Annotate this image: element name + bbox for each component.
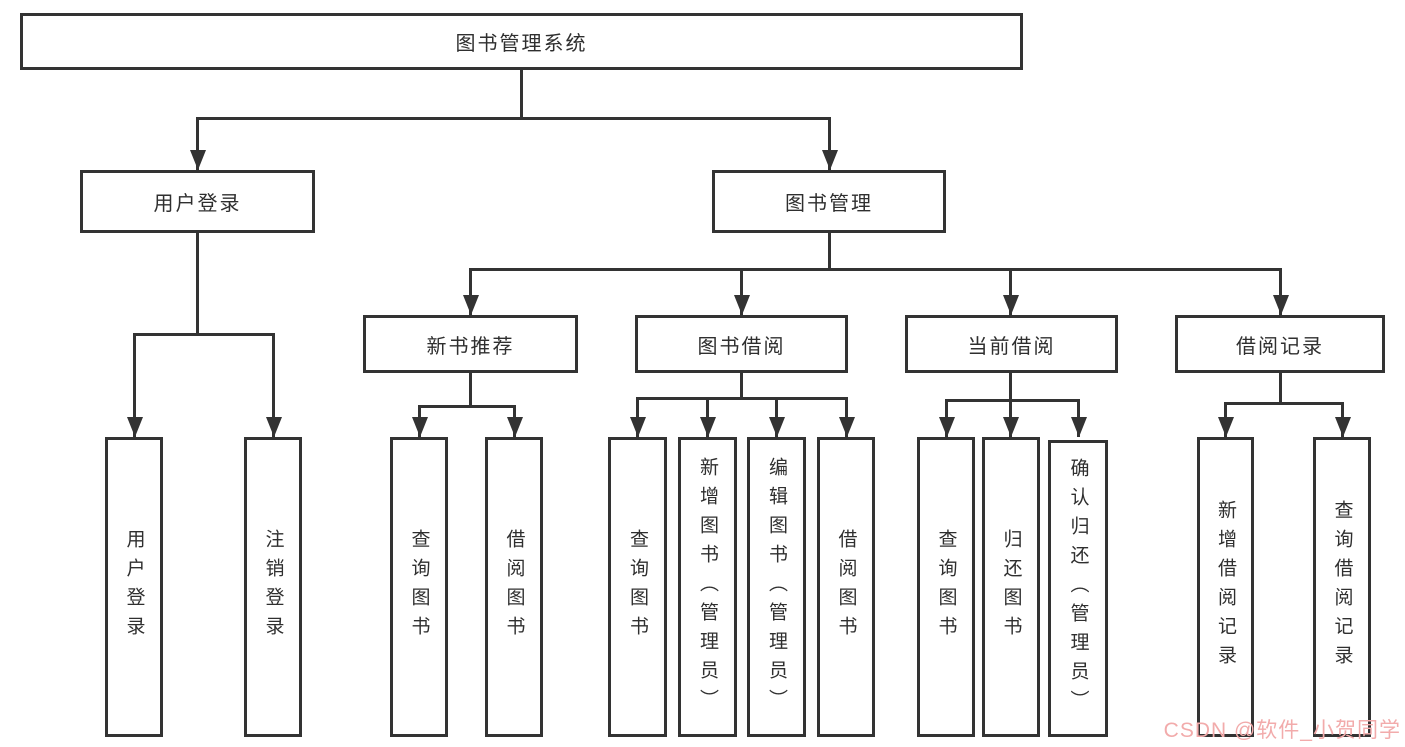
- node-add-borrow-record: 新增借阅记录: [1197, 437, 1254, 737]
- node-label: 新书推荐: [426, 335, 515, 358]
- node-label: 借阅图书: [503, 529, 525, 645]
- connector-line: [828, 233, 831, 270]
- node-query-books-recommend: 查询图书: [390, 437, 448, 737]
- node-label: 查询图书: [408, 529, 430, 645]
- csdn-watermark: CSDN @软件_小贺同学: [1163, 719, 1401, 742]
- connector-arrow: [1224, 402, 1227, 437]
- connector-line: [133, 333, 274, 336]
- connector-arrow: [775, 397, 778, 437]
- node-add-books-admin: 新增图书（管理员）: [678, 437, 737, 737]
- connector-arrow: [196, 117, 199, 170]
- node-return-books: 归还图书: [982, 437, 1040, 737]
- node-borrow-books: 借阅图书: [817, 437, 875, 737]
- connector-line: [469, 268, 1282, 271]
- node-query-borrow-record: 查询借阅记录: [1313, 437, 1371, 737]
- connector-line: [1279, 373, 1282, 404]
- connector-arrow: [636, 397, 639, 437]
- node-borrow-books-recommend: 借阅图书: [485, 437, 543, 737]
- node-label: 当前借阅: [967, 335, 1056, 358]
- node-label: 图书借阅: [697, 335, 786, 358]
- connector-arrow: [1279, 268, 1282, 315]
- connector-arrow: [469, 268, 472, 315]
- node-user-login: 用户登录: [80, 170, 315, 233]
- node-query-books-current: 查询图书: [917, 437, 975, 737]
- node-book-borrowing: 图书借阅: [635, 315, 848, 373]
- node-label: 归还图书: [1000, 529, 1022, 645]
- node-new-book-recommend: 新书推荐: [363, 315, 578, 373]
- node-label: 查询图书: [935, 529, 957, 645]
- node-query-books-borrowing: 查询图书: [608, 437, 667, 737]
- connector-arrow: [1077, 399, 1080, 437]
- connector-line: [1009, 373, 1012, 401]
- connector-line: [1224, 402, 1343, 405]
- node-logout: 注销登录: [244, 437, 302, 737]
- node-label: 借阅图书: [835, 529, 857, 645]
- connector-arrow: [740, 268, 743, 315]
- node-user-login-action: 用户登录: [105, 437, 163, 737]
- connector-line: [740, 373, 743, 399]
- connector-arrow: [1341, 402, 1344, 437]
- connector-arrow: [1009, 268, 1012, 315]
- node-confirm-return-admin: 确认归还（管理员）: [1048, 440, 1108, 737]
- connector-line: [945, 399, 1079, 402]
- node-current-borrowing: 当前借阅: [905, 315, 1118, 373]
- connector-arrow: [945, 399, 948, 437]
- node-label: 用户登录: [153, 193, 242, 215]
- connector-line: [196, 233, 199, 335]
- node-book-management: 图书管理: [712, 170, 946, 233]
- node-label: 注销登录: [262, 529, 284, 645]
- node-library-management-system: 图书管理系统: [20, 13, 1023, 70]
- connector-arrow: [828, 117, 831, 170]
- node-label: 新增图书（管理员）: [697, 456, 718, 718]
- connector-line: [196, 117, 831, 120]
- node-label: 查询图书: [627, 529, 648, 645]
- connector-line: [469, 373, 472, 407]
- connector-arrow: [133, 333, 136, 437]
- connector-arrow: [706, 397, 709, 437]
- connector-arrow: [513, 405, 516, 437]
- node-edit-books-admin: 编辑图书（管理员）: [747, 437, 806, 737]
- node-label: 借阅记录: [1236, 335, 1324, 358]
- node-label: 图书管理系统: [455, 33, 588, 55]
- connector-arrow: [272, 333, 275, 437]
- node-label: 图书管理: [785, 193, 873, 215]
- node-borrowing-records: 借阅记录: [1175, 315, 1385, 373]
- node-label: 查询借阅记录: [1331, 500, 1353, 674]
- connector-line: [636, 397, 847, 400]
- connector-arrow: [1009, 399, 1012, 437]
- connector-arrow: [845, 397, 848, 437]
- node-label: 新增借阅记录: [1215, 500, 1236, 674]
- node-label: 用户登录: [123, 529, 145, 645]
- connector-arrow: [418, 405, 421, 437]
- node-label: 确认归还（管理员）: [1067, 458, 1089, 719]
- node-label: 编辑图书（管理员）: [766, 456, 787, 718]
- connector-line: [418, 405, 516, 408]
- connector-line: [520, 70, 523, 119]
